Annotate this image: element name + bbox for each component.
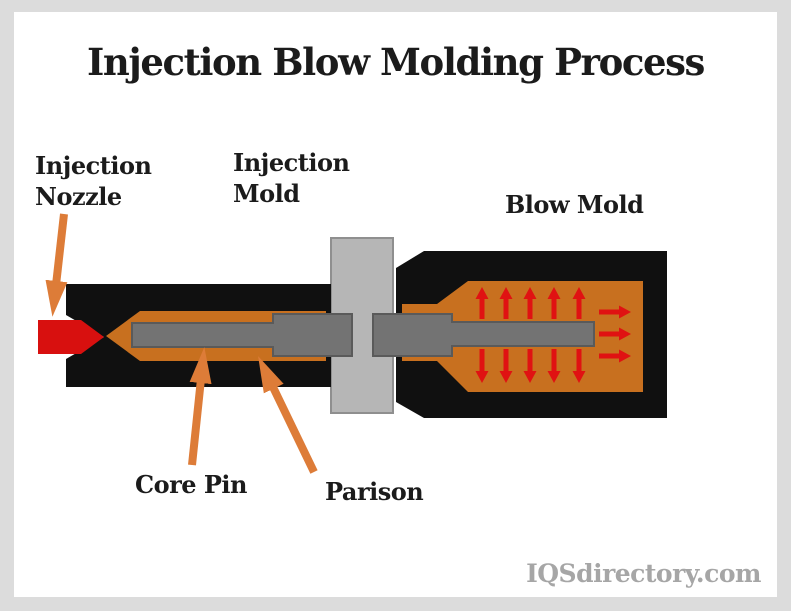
core-pin-leader-arrow [188,347,212,466]
page-title: Injection Blow Molding Process [86,40,705,84]
injection-nozzle-shape [38,320,104,354]
injection-nozzle-label: Injection Nozzle [35,150,152,212]
parison-leader-arrow [258,356,318,474]
injection-mold-label: Injection Mold [233,147,350,209]
blow-mold-label: Blow Mold [505,190,644,219]
watermark: IQSdirectory.com [526,559,761,588]
injection-mold-label-line2: Mold [233,179,300,208]
core-pin-label: Core Pin [135,470,248,499]
injection-nozzle-leader-arrow [45,213,68,317]
injection-nozzle-label-line1: Injection [35,151,152,180]
core-pin-left [131,313,353,357]
injection-mold-label-line1: Injection [233,148,350,177]
core-pin-right [372,313,595,357]
injection-nozzle-label-line2: Nozzle [35,182,122,211]
parison-label: Parison [325,477,424,506]
